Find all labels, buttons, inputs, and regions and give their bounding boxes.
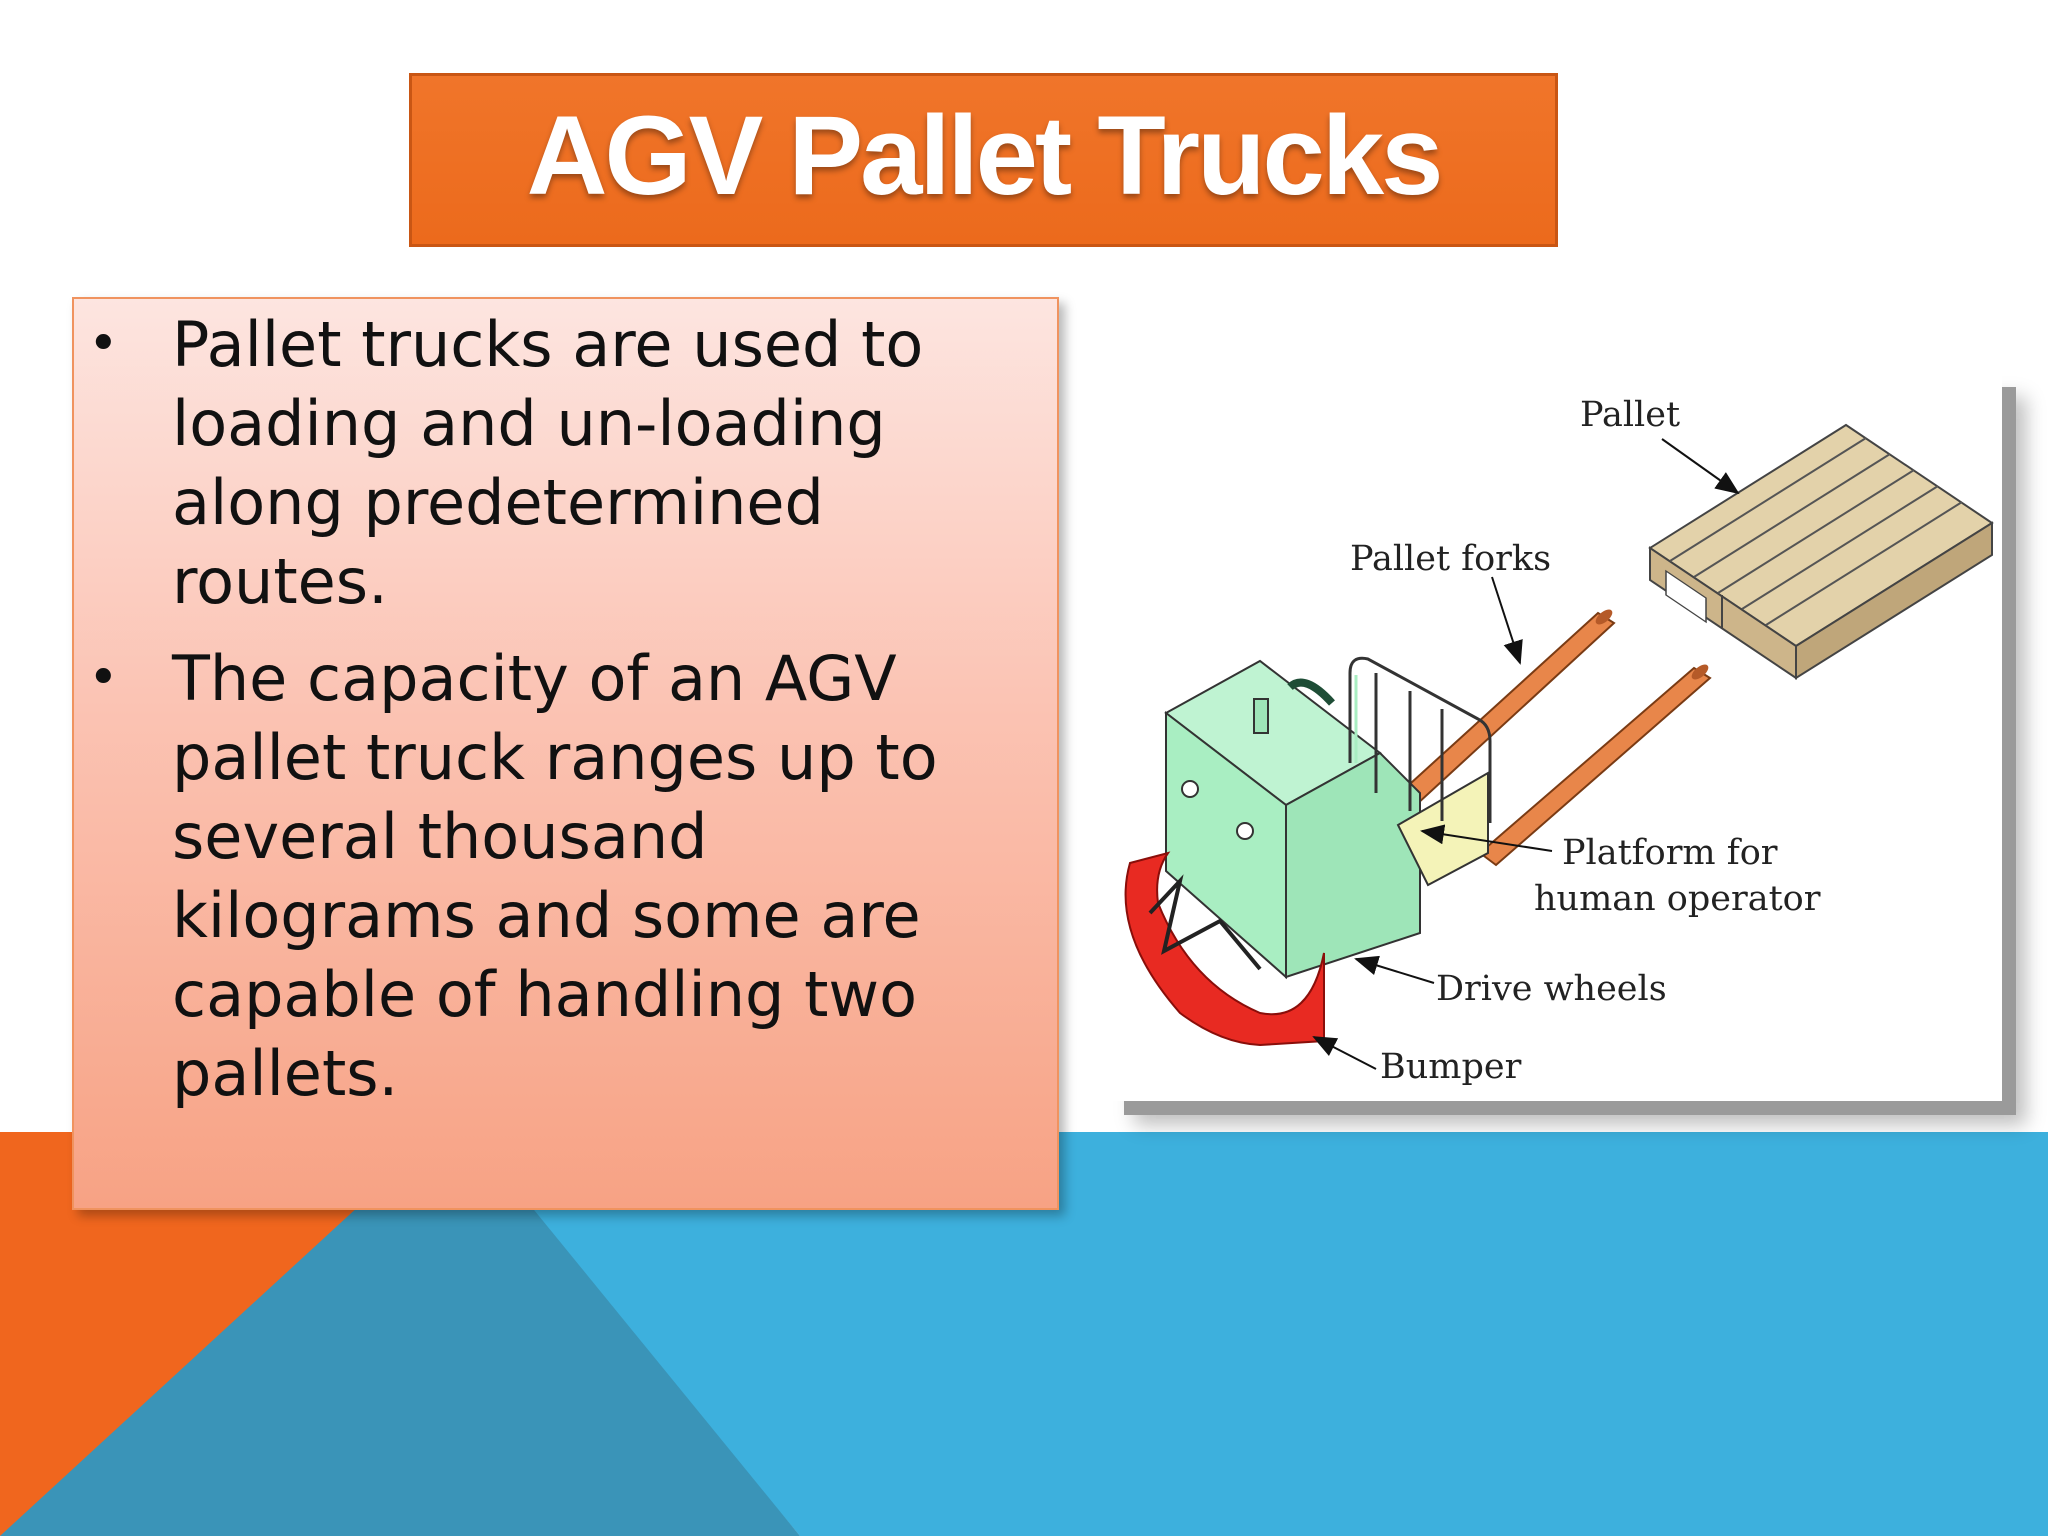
bullet-line: kilograms and some are bbox=[172, 879, 921, 952]
title-banner: AGV Pallet Trucks bbox=[409, 73, 1558, 247]
agv-diagram: Pallet Pallet forks Platform for human o… bbox=[1110, 373, 2002, 1101]
pallet-illustration bbox=[1648, 423, 1994, 680]
bullet-item: • The capacity of an AGV pallet truck ra… bbox=[74, 639, 1059, 1113]
bullet-line: pallets. bbox=[172, 1037, 399, 1110]
label-platform-line2: human operator bbox=[1534, 879, 1821, 919]
slide-title: AGV Pallet Trucks bbox=[526, 92, 1444, 218]
label-platform-line1: Platform for bbox=[1562, 833, 1778, 873]
bullet-line: The capacity of an AGV bbox=[172, 642, 897, 715]
bullet-list: • Pallet trucks are used to loading and … bbox=[74, 305, 1059, 1131]
label-arrows bbox=[1312, 438, 1740, 1070]
truck-body-illustration bbox=[1164, 656, 1492, 980]
bullet-line: along predetermined bbox=[172, 466, 824, 539]
bullet-marker: • bbox=[88, 314, 119, 374]
dark-blue-triangle bbox=[0, 1205, 800, 1536]
label-pallet-forks: Pallet forks bbox=[1350, 539, 1552, 579]
bullet-item: • Pallet trucks are used to loading and … bbox=[74, 305, 1059, 621]
label-pallet: Pallet bbox=[1580, 395, 1681, 435]
blue-band-shape bbox=[320, 1132, 2048, 1536]
bullet-line: routes. bbox=[172, 545, 388, 618]
bumper-illustration bbox=[1124, 851, 1325, 1047]
bullet-line: Pallet trucks are used to bbox=[172, 308, 924, 381]
bullet-line: loading and un-loading bbox=[172, 387, 886, 460]
bullet-marker: • bbox=[88, 648, 119, 708]
bullet-text-box: • Pallet trucks are used to loading and … bbox=[72, 297, 1059, 1210]
bullet-line: pallet truck ranges up to bbox=[172, 721, 938, 794]
agv-illustration bbox=[1124, 423, 1994, 1070]
label-bumper: Bumper bbox=[1380, 1047, 1522, 1087]
label-drive-wheels: Drive wheels bbox=[1436, 969, 1667, 1009]
bullet-line: capable of handling two bbox=[172, 958, 918, 1031]
bullet-line: several thousand bbox=[172, 800, 708, 873]
